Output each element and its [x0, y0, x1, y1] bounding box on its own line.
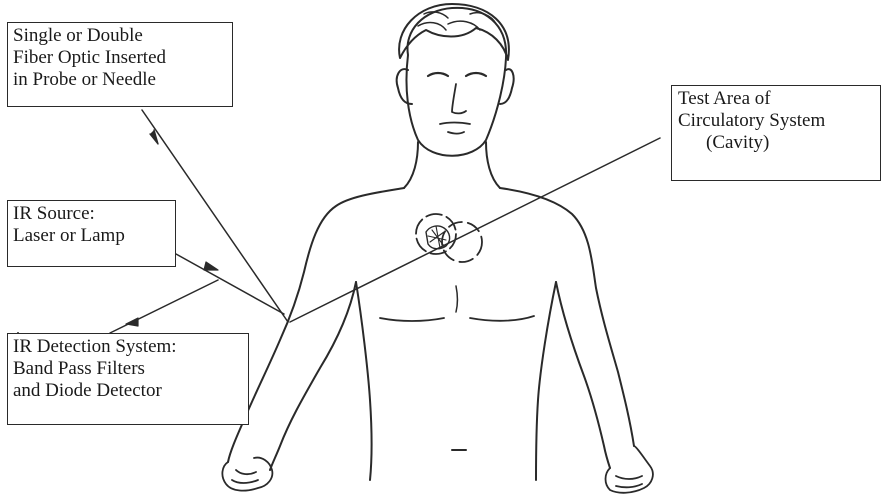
- mouth: [440, 123, 470, 134]
- left-shoulder-arm: [228, 188, 404, 462]
- ir-detection-line-1: IR Detection System:: [13, 336, 243, 358]
- head: [397, 4, 514, 156]
- left-fist: [222, 458, 272, 491]
- fiber-optic-line-2: Fiber Optic Inserted: [13, 47, 227, 69]
- ir-source-label-box: IR Source: Laser or Lamp: [7, 200, 176, 267]
- right-shoulder-arm: [500, 188, 634, 446]
- ir-source-line-1: IR Source:: [13, 203, 170, 225]
- ir-detection-line-3: and Diode Detector: [13, 380, 243, 402]
- left-ear: [397, 69, 412, 104]
- ir-source-line: [176, 254, 284, 314]
- ir-source-arrowhead: [204, 262, 218, 270]
- torso-left: [356, 282, 372, 480]
- sternum: [456, 286, 458, 312]
- nose: [452, 84, 466, 113]
- ir-detection-line-2: Band Pass Filters: [13, 358, 243, 380]
- fiber-optic-line-1: Single or Double: [13, 25, 227, 47]
- torso-right: [536, 282, 556, 480]
- ir-detect-line: [110, 280, 218, 333]
- ir-detect-arrowhead: [126, 318, 138, 326]
- fiber-optic-label-box: Single or Double Fiber Optic Inserted in…: [7, 22, 233, 107]
- ir-source-line-2: Laser or Lamp: [13, 225, 170, 247]
- ir-detection-label-box: IR Detection System: Band Pass Filters a…: [7, 333, 249, 425]
- test-area-line-2: Circulatory System: [678, 110, 875, 132]
- left-pectoral: [380, 318, 444, 321]
- probe-line: [290, 138, 660, 322]
- hair: [399, 4, 509, 60]
- right-eye: [466, 73, 486, 76]
- fiber-optic-line-3: in Probe or Needle: [13, 69, 227, 91]
- right-pectoral: [470, 316, 534, 321]
- neck: [404, 142, 500, 188]
- test-area-line-1: Test Area of: [678, 88, 875, 110]
- test-area-label-box: Test Area of Circulatory System (Cavity): [671, 85, 881, 181]
- left-eye: [428, 73, 448, 76]
- test-area-line-3: (Cavity): [678, 132, 875, 154]
- right-fist: [606, 446, 653, 493]
